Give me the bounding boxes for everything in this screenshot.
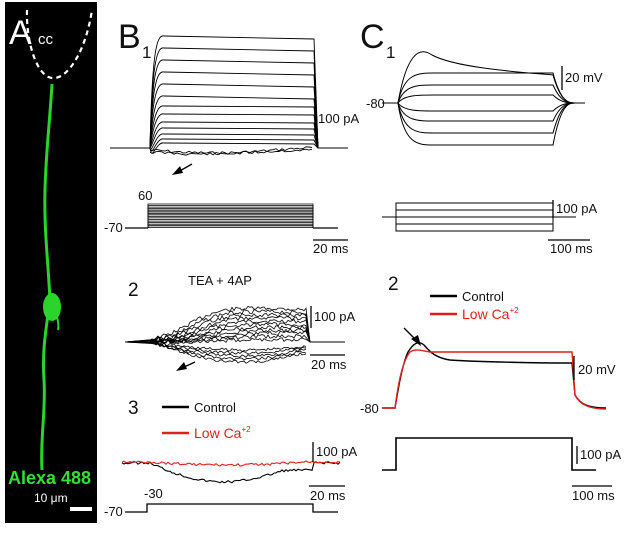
b1-voltage-steps (125, 203, 338, 229)
panel-b2-number: 2 (128, 280, 139, 301)
b3-lowca-trace (121, 460, 341, 467)
c2-voltage-scale: 20 mV (578, 362, 616, 377)
b1-trace (110, 142, 348, 154)
b2-arrowhead (176, 362, 187, 371)
b1-trace (110, 105, 348, 149)
c1-trace (382, 94, 585, 104)
b3-legend-lowca: Low Ca+2 (194, 425, 251, 441)
panel-letter-b: B (118, 18, 141, 56)
b1-arrowhead (172, 166, 183, 175)
c2-legend-lowca: Low Ca+2 (462, 306, 519, 322)
c1-voltage-scale: 20 mV (565, 70, 603, 85)
c1-trace (382, 84, 585, 104)
panel-c2: 2 Control Low Ca+2 -80 20 mV 100 pA 100 … (360, 274, 622, 503)
b1-inward-trace (149, 148, 313, 156)
b1-step-top: 60 (138, 188, 152, 203)
b2-inward-trace (149, 342, 307, 361)
b3-legend-control: Control (194, 400, 236, 415)
b2-trace (124, 305, 345, 343)
b2-inward-trace (149, 340, 307, 364)
c2-current-step (382, 437, 596, 471)
panel-b3: 3 Control Low Ca+2 100 pA 20 ms -30 -70 (104, 398, 358, 519)
scale-bar (70, 507, 92, 511)
panel-c1: C 1 -80 20 mV 100 pA 100 ms (360, 18, 603, 256)
c1-step (395, 209, 554, 217)
b3-voltage-step (125, 503, 338, 513)
b1-time-scale: 20 ms (313, 241, 349, 256)
panel-b1: B 1 100 pA 60 -70 20 ms (104, 18, 360, 256)
b2-trace (124, 309, 345, 343)
b2-trace (124, 312, 345, 343)
panel-a: A cc Alexa 488 10 μm (5, 2, 97, 523)
b1-current-scale: 100 pA (318, 111, 360, 126)
c2-legend-control: Control (462, 289, 504, 304)
panel-b2: 2 TEA + 4AP 100 pA 20 ms (124, 273, 356, 372)
c1-voltage-traces (382, 51, 585, 146)
panel-b3-number: 3 (128, 398, 139, 419)
b1-trace (110, 133, 348, 150)
c1-trace (382, 102, 585, 146)
c2-current-scale: 100 pA (580, 447, 622, 462)
stain-label: Alexa 488 (8, 468, 91, 488)
panel-letter-c: C (360, 18, 385, 56)
panel-c2-number: 2 (388, 274, 399, 295)
b1-step (147, 226, 314, 228)
cell-soma (43, 293, 61, 321)
b1-trace (110, 83, 348, 149)
b3-time-scale: 20 ms (310, 488, 346, 503)
c2-lowca-trace (382, 349, 607, 410)
c2-rest: -80 (360, 401, 379, 416)
b3-current-traces (121, 460, 341, 484)
b1-current-traces (110, 35, 348, 156)
micrograph-background (5, 2, 97, 523)
c1-time-scale: 100 ms (550, 241, 593, 256)
panel-c1-subscript: 1 (386, 43, 395, 62)
c1-step (395, 217, 554, 225)
c1-trace (382, 102, 585, 112)
c1-trace (382, 102, 585, 122)
central-canal-outline (25, 9, 94, 80)
panel-letter-a: A (9, 14, 32, 52)
b2-trace (124, 334, 345, 344)
scale-bar-label: 10 μm (34, 491, 68, 505)
b2-trace (124, 327, 345, 345)
b2-current-traces (124, 305, 345, 364)
b2-inward-trace (149, 342, 307, 358)
b2-time-scale: 20 ms (311, 357, 347, 372)
cc-label: cc (38, 31, 54, 48)
b1-trace (110, 138, 348, 152)
b1-trace (110, 71, 348, 149)
c1-step (395, 217, 554, 232)
b1-trace (110, 121, 348, 149)
b1-trace (110, 113, 348, 149)
b2-current-scale: 100 pA (314, 309, 356, 324)
b2-drug-label: TEA + 4AP (188, 273, 252, 288)
b3-step-top: -30 (144, 486, 163, 501)
b2-trace (124, 318, 345, 344)
b2-trace (124, 315, 345, 343)
c1-current-steps (382, 202, 576, 232)
b1-trace (110, 127, 348, 149)
panel-b1-subscript: 1 (142, 43, 151, 62)
b1-step (147, 225, 314, 228)
b3-holding: -70 (104, 504, 123, 519)
b3-current-scale: 100 pA (316, 444, 358, 459)
c2-time-scale: 100 ms (572, 488, 615, 503)
c1-rest: -80 (366, 96, 385, 111)
b2-trace (124, 337, 345, 345)
b1-holding: -70 (104, 220, 123, 235)
c1-current-scale: 100 pA (556, 201, 598, 216)
b3-control-trace (121, 461, 341, 484)
b1-inward-trace (149, 146, 313, 155)
